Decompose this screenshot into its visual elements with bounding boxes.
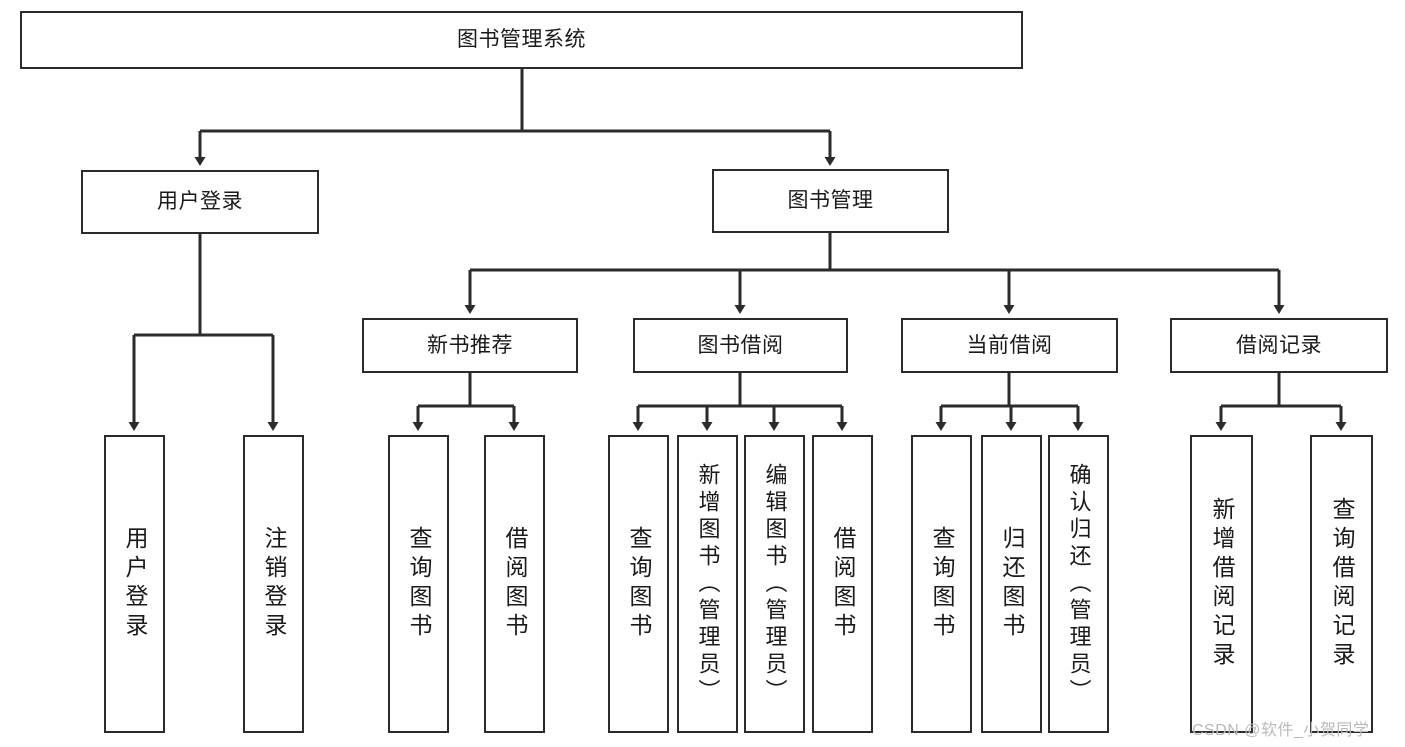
node-book-manage-label: 图书管理: [787, 189, 874, 213]
node-leaf-query-book-3[interactable]: 查询图书: [911, 435, 972, 733]
node-leaf-query-record-label: 查询借阅记录: [1329, 497, 1355, 671]
node-leaf-borrow-book-1[interactable]: 借阅图书: [484, 435, 545, 733]
node-user-login[interactable]: 用户登录: [81, 170, 319, 234]
node-leaf-return-book[interactable]: 归还图书: [981, 435, 1042, 733]
node-root[interactable]: 图书管理系统: [20, 11, 1023, 69]
node-leaf-add-record-label: 新增借阅记录: [1209, 497, 1235, 671]
node-leaf-query-record[interactable]: 查询借阅记录: [1310, 435, 1373, 733]
node-leaf-borrow-book-2[interactable]: 借阅图书: [812, 435, 873, 733]
node-leaf-logout[interactable]: 注销登录: [243, 435, 304, 733]
node-current-borrow[interactable]: 当前借阅: [901, 318, 1118, 373]
node-book-borrow[interactable]: 图书借阅: [633, 318, 848, 373]
node-leaf-return-book-label: 归还图书: [999, 526, 1025, 642]
node-user-login-label: 用户登录: [157, 190, 243, 214]
node-leaf-edit-book-label: 编辑图书（管理员）: [762, 462, 788, 706]
node-book-borrow-label: 图书借阅: [697, 333, 784, 357]
node-leaf-edit-book[interactable]: 编辑图书（管理员）: [744, 435, 805, 733]
node-leaf-query-book-2-label: 查询图书: [626, 526, 652, 642]
node-leaf-confirm-return[interactable]: 确认归还（管理员）: [1048, 435, 1109, 733]
node-leaf-logout-label: 注销登录: [261, 526, 287, 642]
node-leaf-query-book-1-label: 查询图书: [406, 526, 432, 642]
node-leaf-query-book-2[interactable]: 查询图书: [608, 435, 669, 733]
node-leaf-add-record[interactable]: 新增借阅记录: [1190, 435, 1253, 733]
node-leaf-add-book-label: 新增图书（管理员）: [695, 462, 721, 706]
node-leaf-query-book-1[interactable]: 查询图书: [388, 435, 449, 733]
node-root-label: 图书管理系统: [457, 28, 586, 52]
node-book-manage[interactable]: 图书管理: [712, 169, 949, 233]
node-leaf-add-book[interactable]: 新增图书（管理员）: [677, 435, 738, 733]
node-current-borrow-label: 当前借阅: [966, 333, 1053, 357]
node-new-book-recommend-label: 新书推荐: [427, 333, 513, 357]
node-leaf-query-book-3-label: 查询图书: [929, 526, 955, 642]
node-borrow-record[interactable]: 借阅记录: [1170, 318, 1388, 373]
node-leaf-borrow-book-2-label: 借阅图书: [830, 526, 856, 642]
watermark: CSDN @软件_小贺同学: [1192, 722, 1370, 739]
node-leaf-user-login[interactable]: 用户登录: [104, 435, 165, 733]
node-leaf-confirm-return-label: 确认归还（管理员）: [1066, 462, 1092, 706]
node-new-book-recommend[interactable]: 新书推荐: [362, 318, 578, 373]
node-leaf-borrow-book-1-label: 借阅图书: [502, 526, 528, 642]
node-borrow-record-label: 借阅记录: [1236, 333, 1322, 357]
node-leaf-user-login-label: 用户登录: [122, 526, 148, 642]
